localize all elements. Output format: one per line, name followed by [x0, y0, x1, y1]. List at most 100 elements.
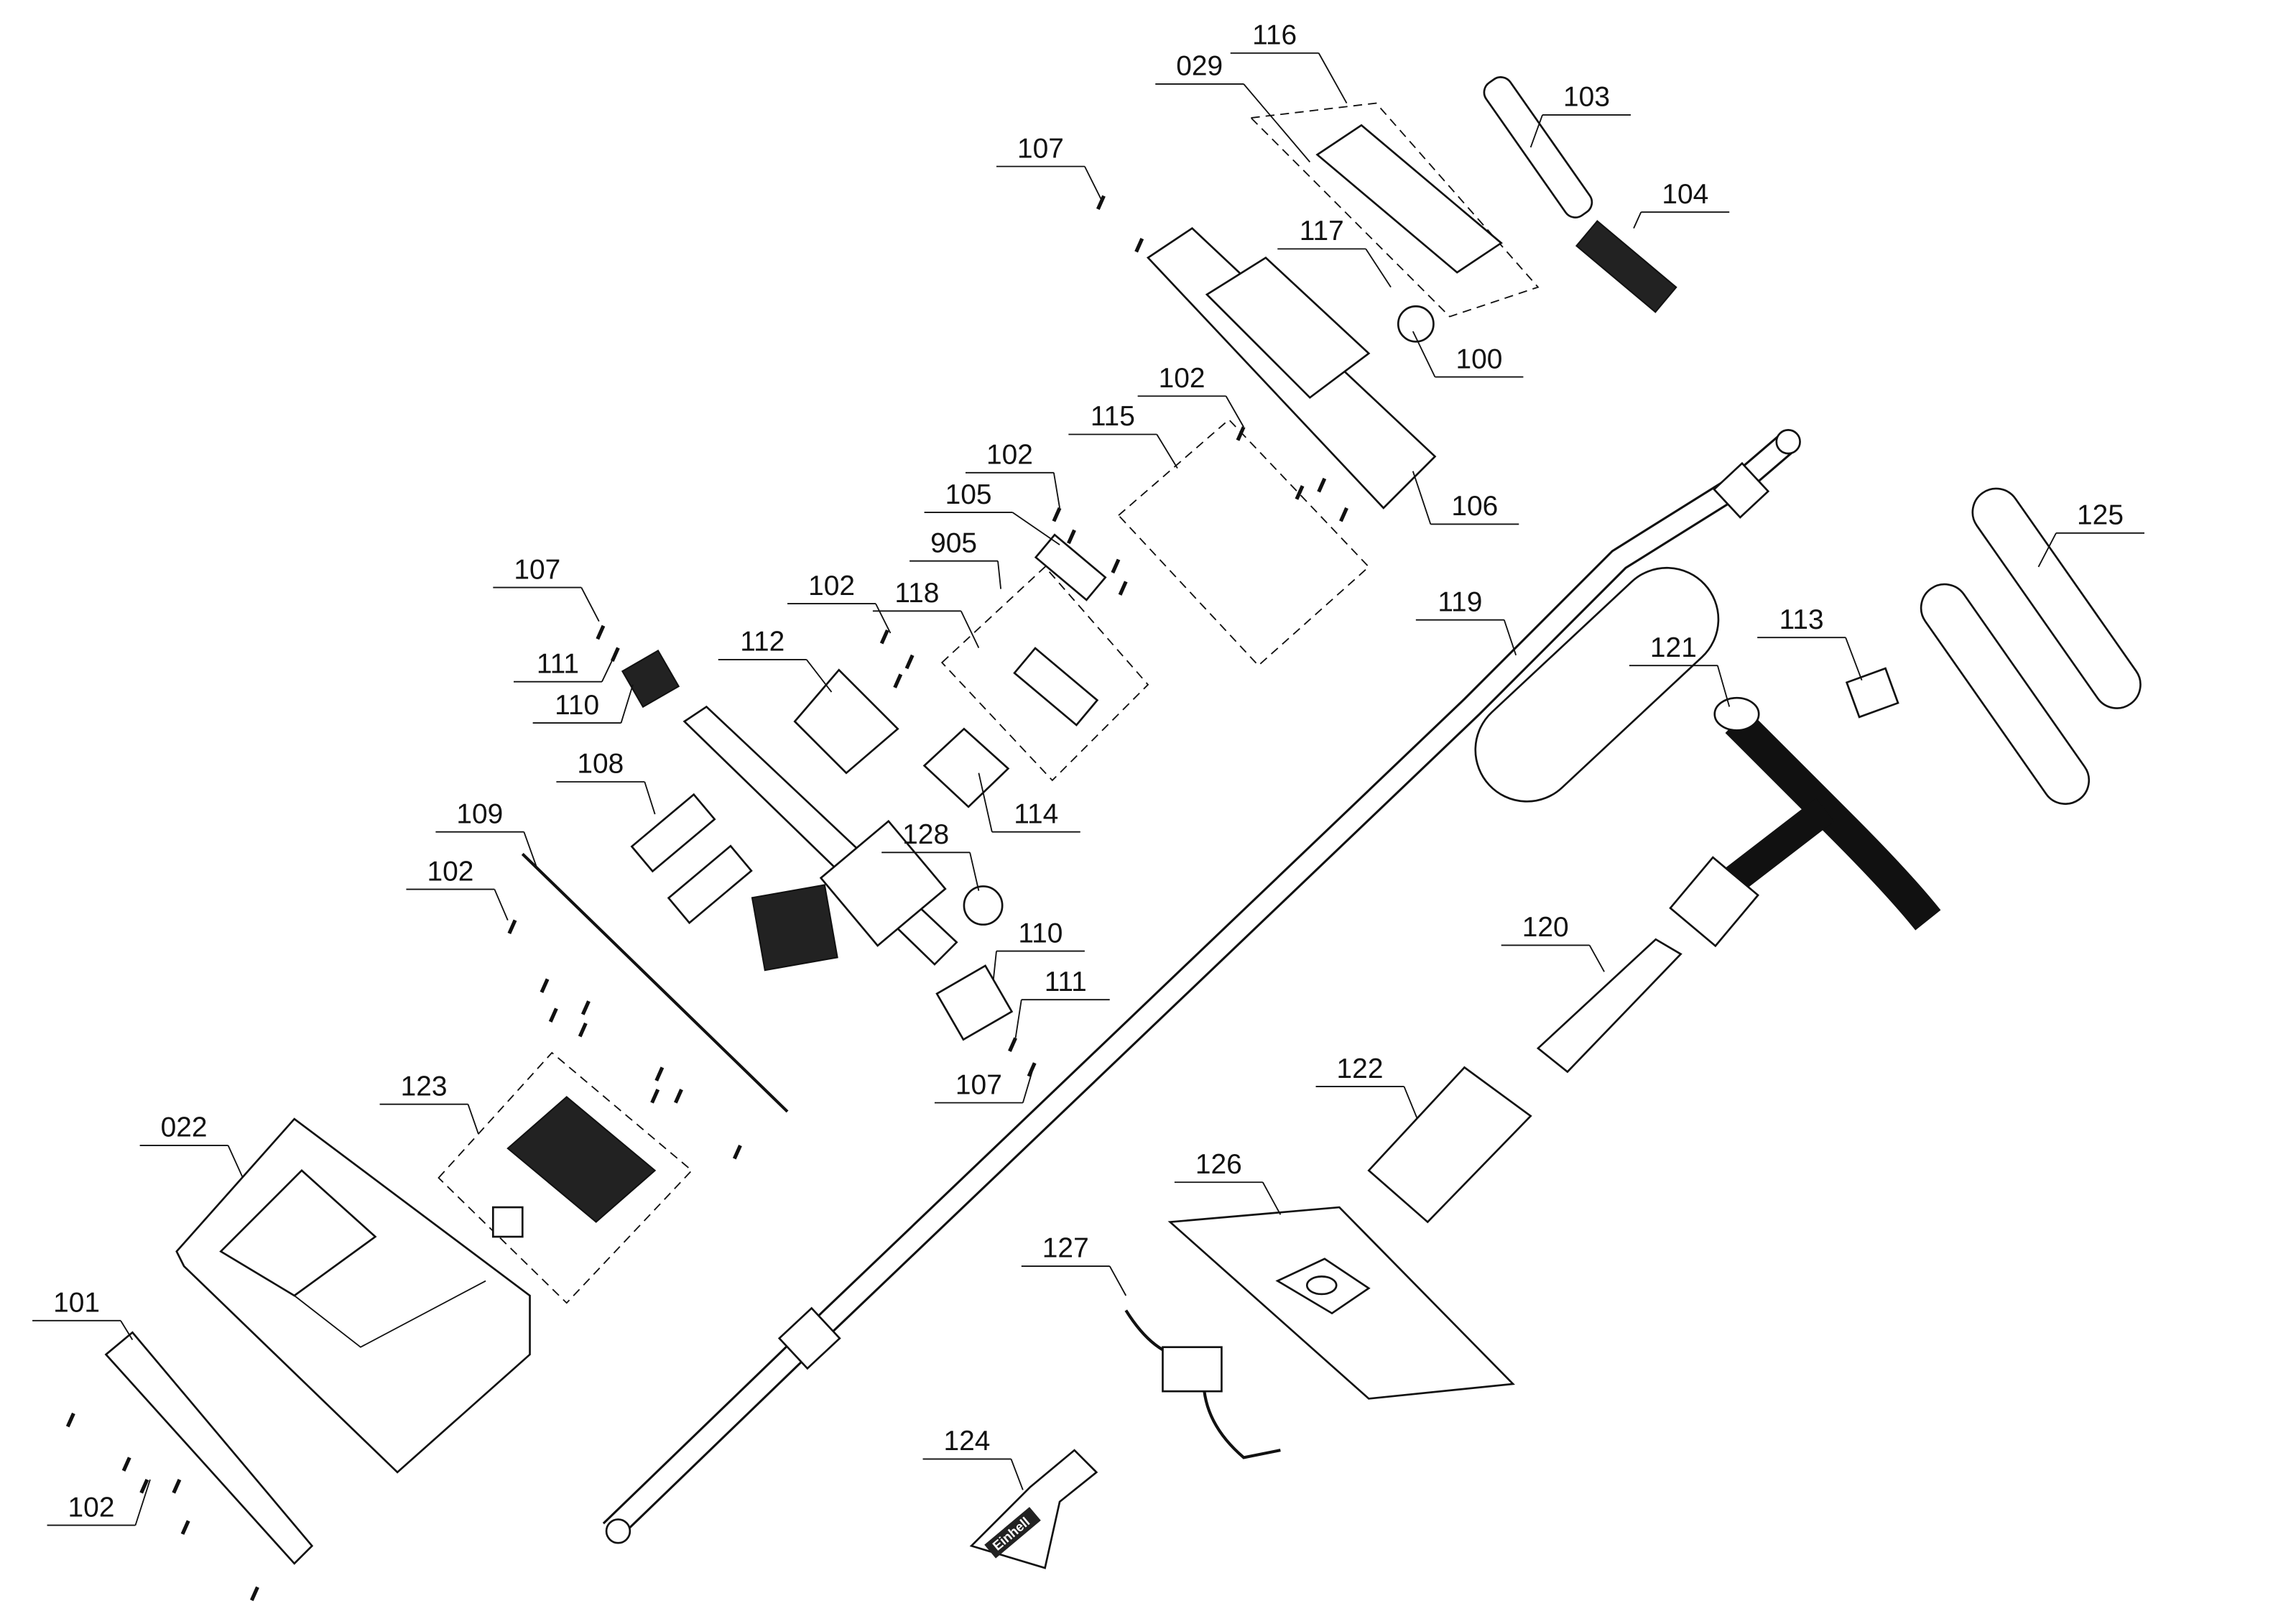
part-number-label: 120 [1522, 912, 1569, 943]
part-number-label: 118 [894, 578, 939, 609]
part-number-label: 114 [1014, 798, 1058, 829]
leader-line [1412, 471, 1519, 525]
part-103-tube [1483, 76, 1593, 218]
part-115-housing [1117, 418, 1370, 667]
screw [1111, 558, 1121, 574]
part-number-label: 126 [1195, 1149, 1242, 1180]
callout-103: 103 [1529, 82, 1631, 148]
callout-121: 121 [1629, 632, 1731, 707]
leader-line [1629, 665, 1731, 707]
leader-line [1757, 637, 1863, 680]
callout-100: 100 [1412, 331, 1524, 378]
part-number-label: 110 [1018, 918, 1063, 949]
screw [180, 1520, 190, 1535]
parts: Einhell [65, 76, 2142, 1602]
callout-114: 114 [978, 772, 1080, 833]
callout-102: 102 [47, 1479, 151, 1526]
part-number-label: 112 [740, 627, 784, 658]
part-022-tank [175, 1117, 531, 1474]
part-127-adapter-cable [1124, 1309, 1281, 1459]
screw [1096, 195, 1106, 211]
part-121-flex-hose [1669, 696, 1941, 948]
callout-117: 117 [1277, 216, 1392, 288]
callout-107: 107 [493, 554, 600, 622]
callout-116: 116 [1230, 20, 1348, 103]
leader-line [532, 684, 634, 724]
part-104-grille [1575, 220, 1677, 313]
part-101-panel [104, 1331, 314, 1565]
part-number-label: 119 [1438, 586, 1482, 617]
screw [548, 1007, 558, 1023]
screw [1008, 1037, 1017, 1052]
leader-line [1415, 619, 1517, 656]
screw [596, 624, 606, 640]
part-number-label: 107 [955, 1069, 1002, 1100]
leader-line [1277, 248, 1392, 288]
screw [121, 1457, 131, 1472]
callout-113: 113 [1757, 604, 1863, 680]
part-number-label: 905 [930, 527, 977, 558]
screw [654, 1066, 665, 1081]
callout-029: 029 [1155, 51, 1311, 163]
part-number-label: 111 [537, 648, 579, 679]
leader-line [406, 888, 509, 921]
part-number-label: 110 [555, 690, 599, 721]
part-number-label: 101 [53, 1288, 100, 1319]
screw [578, 1022, 588, 1038]
callout-102: 102 [406, 856, 509, 921]
screw [580, 1000, 591, 1015]
leader-line [992, 950, 1085, 979]
leader-line [2037, 532, 2144, 568]
callout-126: 126 [1174, 1149, 1282, 1215]
screw [904, 654, 915, 670]
leader-line [1068, 433, 1178, 469]
part-number-label: 102 [986, 439, 1033, 470]
callout-108: 108 [556, 749, 656, 815]
leader-line [787, 603, 892, 634]
callout-102: 102 [1137, 363, 1244, 428]
part-number-label: 103 [1563, 82, 1610, 113]
part-number-label: 113 [1779, 604, 1824, 635]
screw [1052, 507, 1062, 522]
leader-line [1412, 331, 1524, 378]
callout-109: 109 [435, 798, 538, 869]
screw [540, 978, 550, 994]
screw [1236, 426, 1246, 441]
part-number-label: 029 [1176, 51, 1223, 82]
screw [1317, 477, 1327, 493]
part-number-label: 123 [401, 1071, 448, 1102]
part-labels: 1160291031071041171001021151021061059051… [32, 20, 2144, 1526]
screw [1339, 507, 1348, 522]
callout-128: 128 [881, 819, 980, 891]
callout-124: 124 [922, 1426, 1024, 1490]
part-126-filter-bag [1167, 1206, 1515, 1400]
part-109-rod [521, 852, 789, 1113]
part-number-label: 121 [1650, 632, 1697, 663]
part-123-filter [438, 1051, 693, 1304]
part-number-label: 105 [945, 479, 992, 510]
part-122-bag [1367, 1066, 1532, 1224]
part-number-label: 124 [944, 1426, 991, 1457]
part-number-label: 125 [2077, 499, 2124, 530]
part-110-cover-top [621, 650, 680, 709]
leader-line [556, 781, 656, 815]
leader-line [435, 831, 538, 869]
callout-104: 104 [1633, 179, 1730, 229]
callout-102: 102 [965, 439, 1060, 509]
part-number-label: 115 [1091, 401, 1135, 432]
part-105-switch [1034, 533, 1107, 601]
leader-line [934, 1063, 1036, 1104]
part-number-label: 100 [1456, 343, 1503, 374]
part-number-label: 109 [456, 798, 503, 829]
part-905-board [940, 566, 1149, 782]
callout-107: 107 [934, 1063, 1036, 1104]
part-124-upholstery-nozzle: Einhell [969, 1449, 1098, 1569]
callout-110: 110 [532, 684, 634, 724]
screw [1067, 529, 1076, 545]
callout-119: 119 [1415, 586, 1517, 656]
part-number-label: 104 [1662, 179, 1708, 210]
leader-line [872, 610, 980, 648]
part-110-cover [935, 964, 1014, 1041]
part-number-label: 108 [577, 749, 624, 780]
part-number-label: 128 [902, 819, 949, 850]
